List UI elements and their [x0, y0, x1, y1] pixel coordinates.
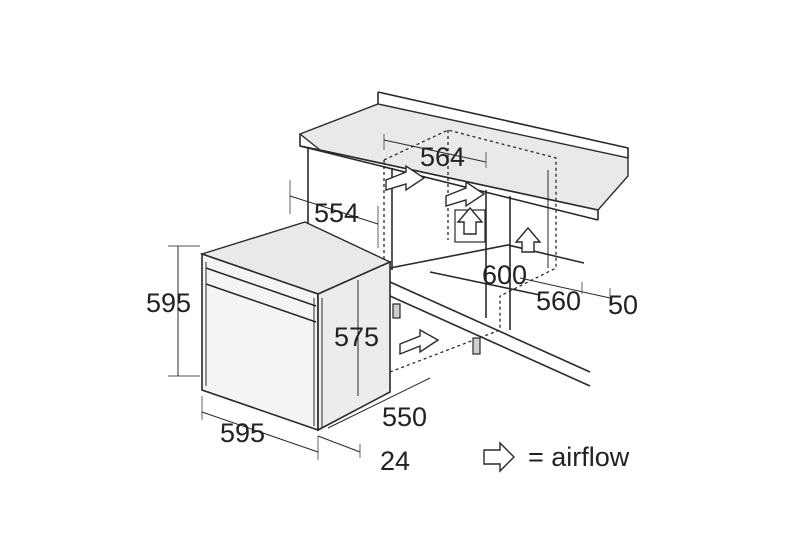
legend: = airflow — [483, 441, 630, 473]
airflow-arrows — [385, 164, 542, 356]
label-oven-height: 595 — [146, 288, 191, 318]
airflow-arrow-top-left — [385, 164, 426, 192]
legend-label: = airflow — [528, 442, 630, 472]
label-niche-floor-depth: 550 — [382, 402, 427, 432]
dimension-labels: 564 554 595 575 600 560 50 595 550 24 — [146, 142, 638, 476]
niche-outline — [383, 129, 557, 373]
airflow-arrow-bottom — [399, 328, 440, 356]
airflow-arrow-top-right — [445, 180, 486, 208]
cabinet-feet — [392, 303, 481, 355]
cabinet-floor — [389, 244, 591, 387]
label-oven-width: 595 — [220, 418, 265, 448]
oven-body — [199, 221, 392, 432]
airflow-arrow-up-outer — [514, 226, 542, 253]
label-oven-depth-top: 554 — [314, 198, 359, 228]
label-rear-gap: 50 — [608, 290, 638, 320]
airflow-arrow-up-inner — [454, 206, 486, 243]
label-niche-depth: 560 — [536, 286, 581, 316]
label-niche-width: 564 — [420, 142, 465, 172]
label-oven-inner-height: 575 — [334, 322, 379, 352]
label-front-protrusion: 24 — [380, 446, 410, 476]
legend-arrow-icon — [483, 441, 515, 473]
label-niche-height: 600 — [482, 260, 527, 290]
dimension-lines — [168, 134, 611, 460]
